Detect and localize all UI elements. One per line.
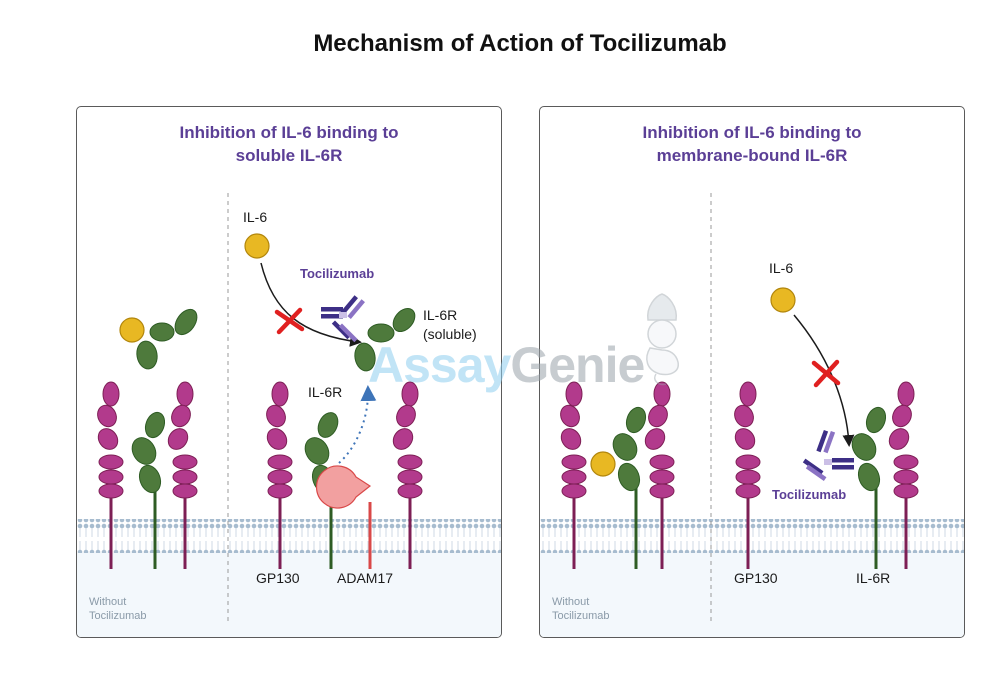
soluble-il6r-sublabel: (soluble): [423, 326, 477, 342]
without-tocilizumab-note: Without Tocilizumab: [89, 596, 147, 622]
release-arrow: [338, 385, 377, 464]
adam17-label: ADAM17: [337, 570, 394, 586]
gp130-receptor: [888, 381, 919, 569]
gp130-label: GP130: [256, 570, 300, 586]
panel-heading-line1: Inhibition of IL-6 binding to: [179, 123, 399, 142]
cytoplasm-region: [77, 553, 501, 637]
il6r-membrane-receptor: [131, 411, 166, 569]
cell-membrane: [77, 519, 501, 553]
il6-cytokine: [770, 287, 796, 313]
soluble-il6r: [354, 307, 416, 372]
gp130-receptor: [167, 381, 198, 569]
adam17-protease: [315, 465, 372, 569]
il6-label: IL-6: [769, 260, 794, 276]
gp130-receptor: [644, 381, 675, 569]
gp130-receptor: [392, 381, 423, 569]
tocilizumab-antibody: [802, 429, 854, 481]
il6-cytokine: [244, 233, 270, 259]
gp130-receptor: [266, 381, 293, 569]
membrane-il6r-diagram: [540, 193, 964, 637]
soluble-il6r-diagram: [77, 193, 501, 637]
panel-heading-line1: Inhibition of IL-6 binding to: [642, 123, 862, 142]
gp130-receptor: [734, 381, 761, 569]
gp130-receptor: [560, 381, 587, 569]
tocilizumab-label: Tocilizumab: [772, 487, 847, 502]
panel-soluble-il6r: Inhibition of IL-6 binding to soluble IL…: [76, 106, 502, 638]
gp130-receptor: [97, 381, 124, 569]
il6r-label: IL-6R: [856, 570, 891, 586]
il6r-membrane-receptor: [612, 406, 647, 569]
inhibition-x-icon: [811, 359, 841, 388]
il6-label: IL-6: [243, 209, 268, 225]
il6-cytokine: [590, 451, 616, 477]
genie-logo-icon: [646, 293, 679, 386]
cytoplasm-region: [540, 553, 964, 637]
inhibition-x-icon: [274, 307, 305, 335]
panel-membrane-il6r: Inhibition of IL-6 binding to membrane-b…: [539, 106, 965, 638]
cell-membrane: [540, 519, 964, 553]
il6r-membrane-receptor: [851, 406, 887, 569]
tocilizumab-label: Tocilizumab: [300, 266, 375, 281]
figure-title: Mechanism of Action of Tocilizumab: [313, 30, 727, 57]
panel-heading-line2: soluble IL-6R: [235, 146, 343, 165]
il6-bound-soluble-il6r: [119, 308, 198, 370]
tocilizumab-antibody: [321, 295, 365, 343]
panel-heading-line2: membrane-bound IL-6R: [656, 146, 848, 165]
soluble-il6r-label: IL-6R: [423, 307, 458, 323]
il6r-label: IL-6R: [308, 384, 343, 400]
gp130-label: GP130: [734, 570, 778, 586]
without-tocilizumab-note: Without Tocilizumab: [552, 596, 610, 622]
